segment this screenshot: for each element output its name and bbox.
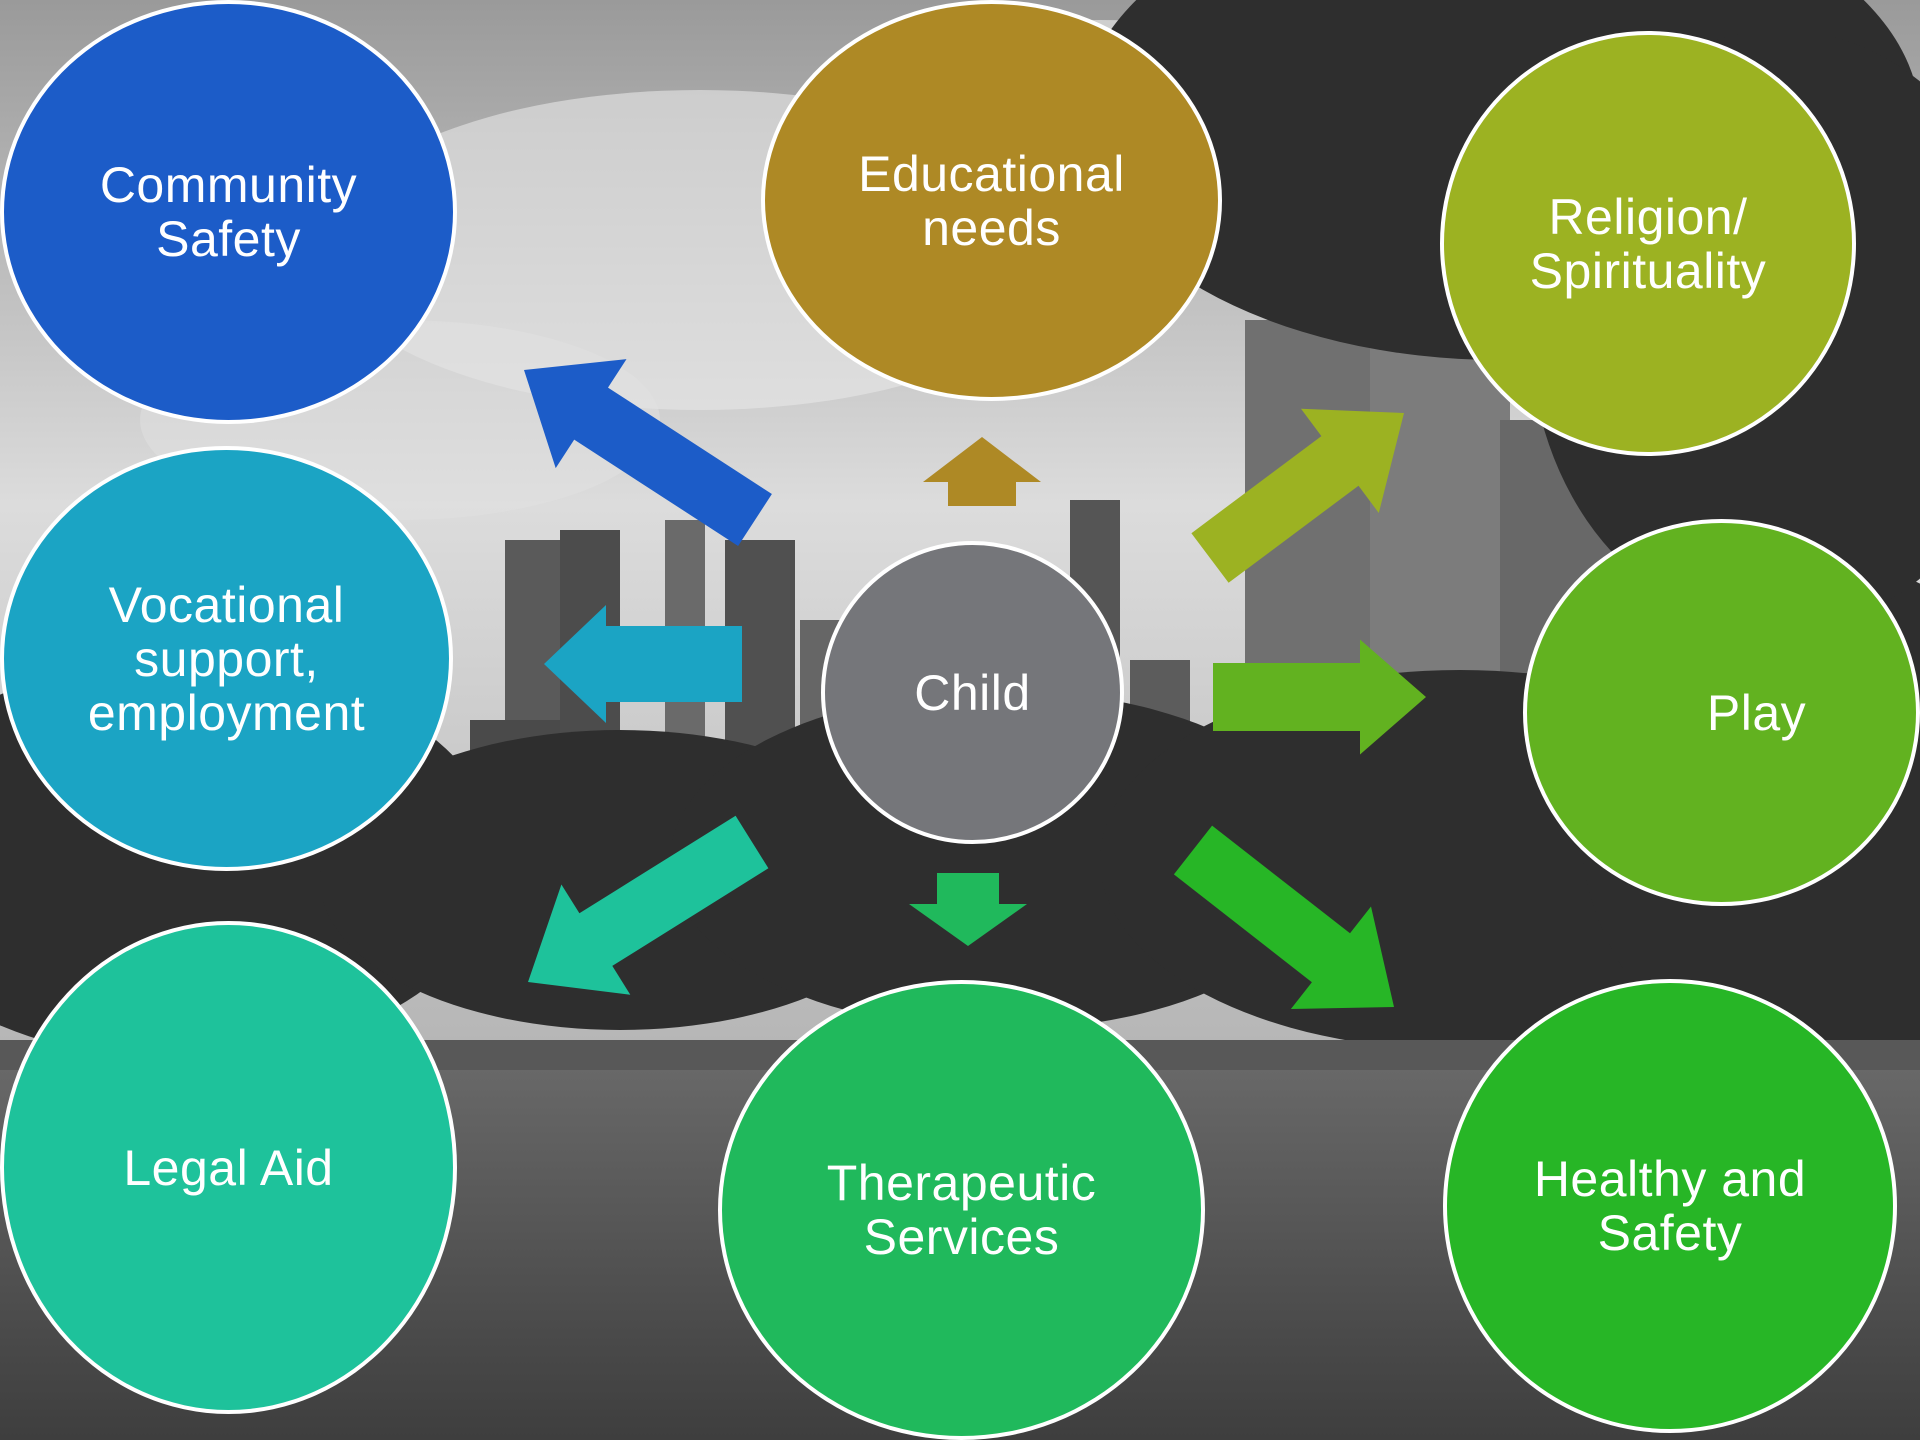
legal-aid-label: Legal Aid (123, 1139, 334, 1196)
therapeutic-services-node: Therapeutic Services (718, 980, 1205, 1440)
arrow-to-legal-aid (528, 815, 769, 995)
educational-needs-label: Educational needs (858, 145, 1125, 256)
arrow-to-healthy-and-safety (1173, 825, 1394, 1009)
legal-aid-node: Legal Aid (0, 921, 457, 1414)
healthy-and-safety-label: Healthy and Safety (1533, 1151, 1807, 1261)
healthy-and-safety-node: Healthy and Safety (1443, 979, 1897, 1433)
arrow-to-therapeutic-services (909, 873, 1027, 946)
play-label: Play (1706, 684, 1807, 741)
educational-needs-node: Educational needs (761, 0, 1222, 401)
religion-spirituality-node: Religion/ Spirituality (1440, 31, 1856, 456)
arrow-to-play (1213, 639, 1426, 755)
community-safety-node: Community Safety (0, 0, 457, 424)
arrow-to-vocational-support (544, 605, 742, 723)
religion-spirituality-label: Religion/ Spirituality (1529, 188, 1767, 299)
arrow-to-community-safety (524, 359, 772, 546)
vocational-support-label: Vocational support, employment (87, 576, 366, 741)
community-safety-label: Community Safety (99, 157, 358, 267)
therapeutic-services-label: Therapeutic Services (826, 1155, 1097, 1265)
child-center-node: Child (821, 541, 1124, 844)
vocational-support-node: Vocational support, employment (0, 446, 453, 871)
child-label: Child (914, 664, 1031, 721)
play-node: Play (1523, 519, 1920, 906)
arrow-to-religion-spirituality (1191, 408, 1404, 583)
arrow-to-educational-needs (923, 437, 1041, 506)
